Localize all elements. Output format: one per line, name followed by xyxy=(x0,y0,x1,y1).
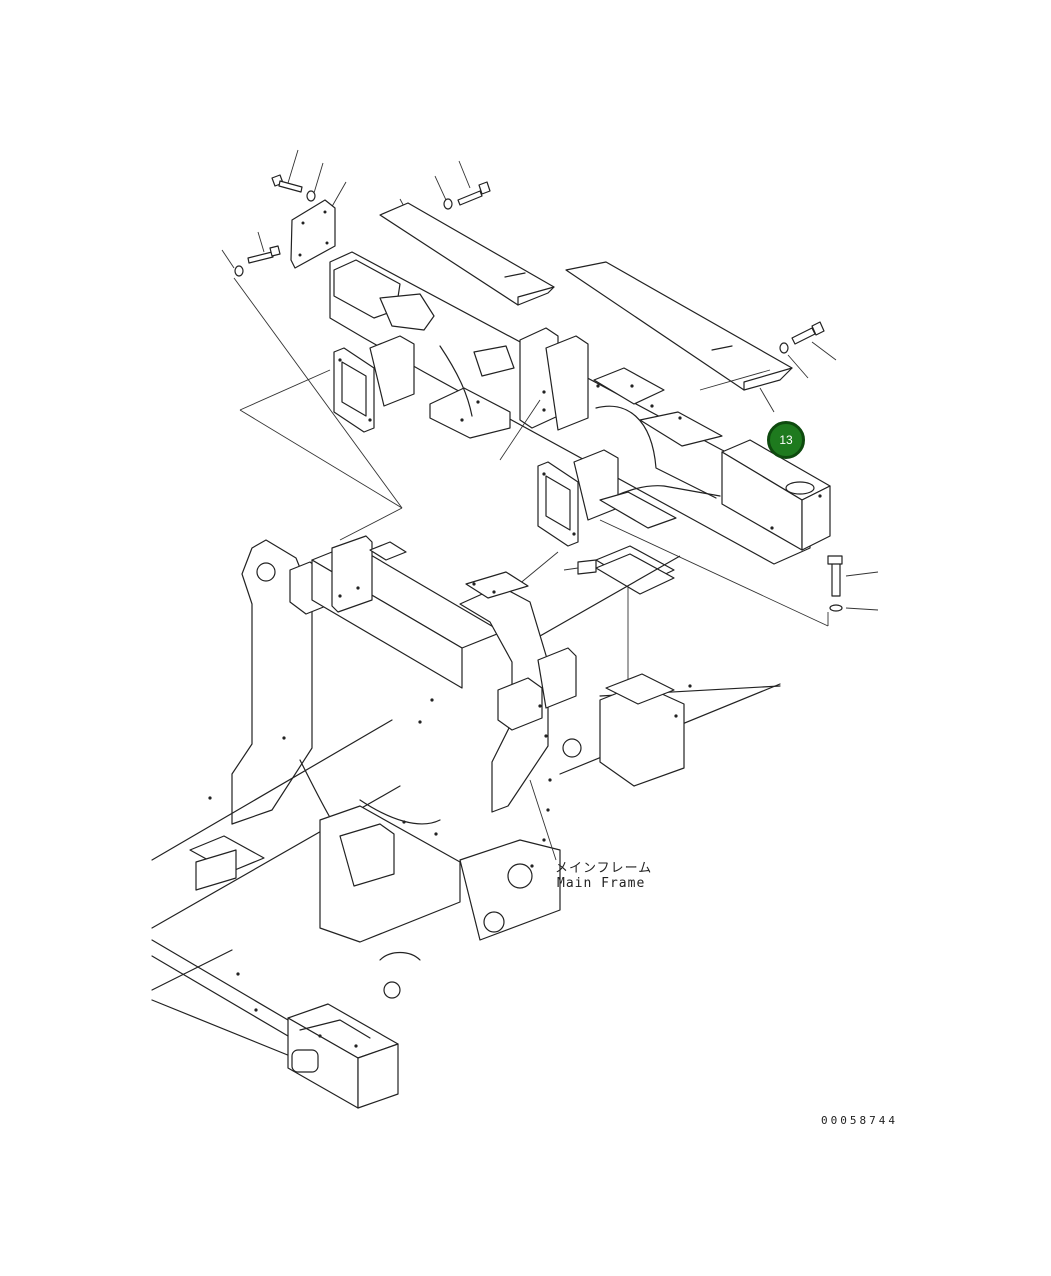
cover-plate-right xyxy=(565,261,793,413)
cover-plate-left xyxy=(379,198,555,306)
flange-right xyxy=(537,449,619,547)
flange-left xyxy=(333,335,415,433)
shim-plate xyxy=(511,491,677,595)
cross-member xyxy=(329,251,831,565)
main-frame xyxy=(151,535,781,1109)
drawing-reference-number: 00058744 xyxy=(821,1114,898,1127)
bolt-upper-left xyxy=(271,149,303,193)
label-leader-main-frame xyxy=(529,779,557,861)
main-frame-label-en: Main Frame xyxy=(557,876,646,891)
bolt-upper-center xyxy=(434,160,491,210)
washer-upper-left xyxy=(306,162,324,202)
bolt-upper-right xyxy=(779,321,837,379)
callout-13-button[interactable]: 13 xyxy=(767,421,805,459)
main-frame-label-jp: メインフレーム xyxy=(555,861,653,876)
plate-upper-left xyxy=(290,181,347,269)
bolt-left xyxy=(221,231,281,277)
bolt-right xyxy=(827,555,879,612)
callout-13-label: 13 xyxy=(779,433,793,447)
leader-lines xyxy=(233,277,829,684)
